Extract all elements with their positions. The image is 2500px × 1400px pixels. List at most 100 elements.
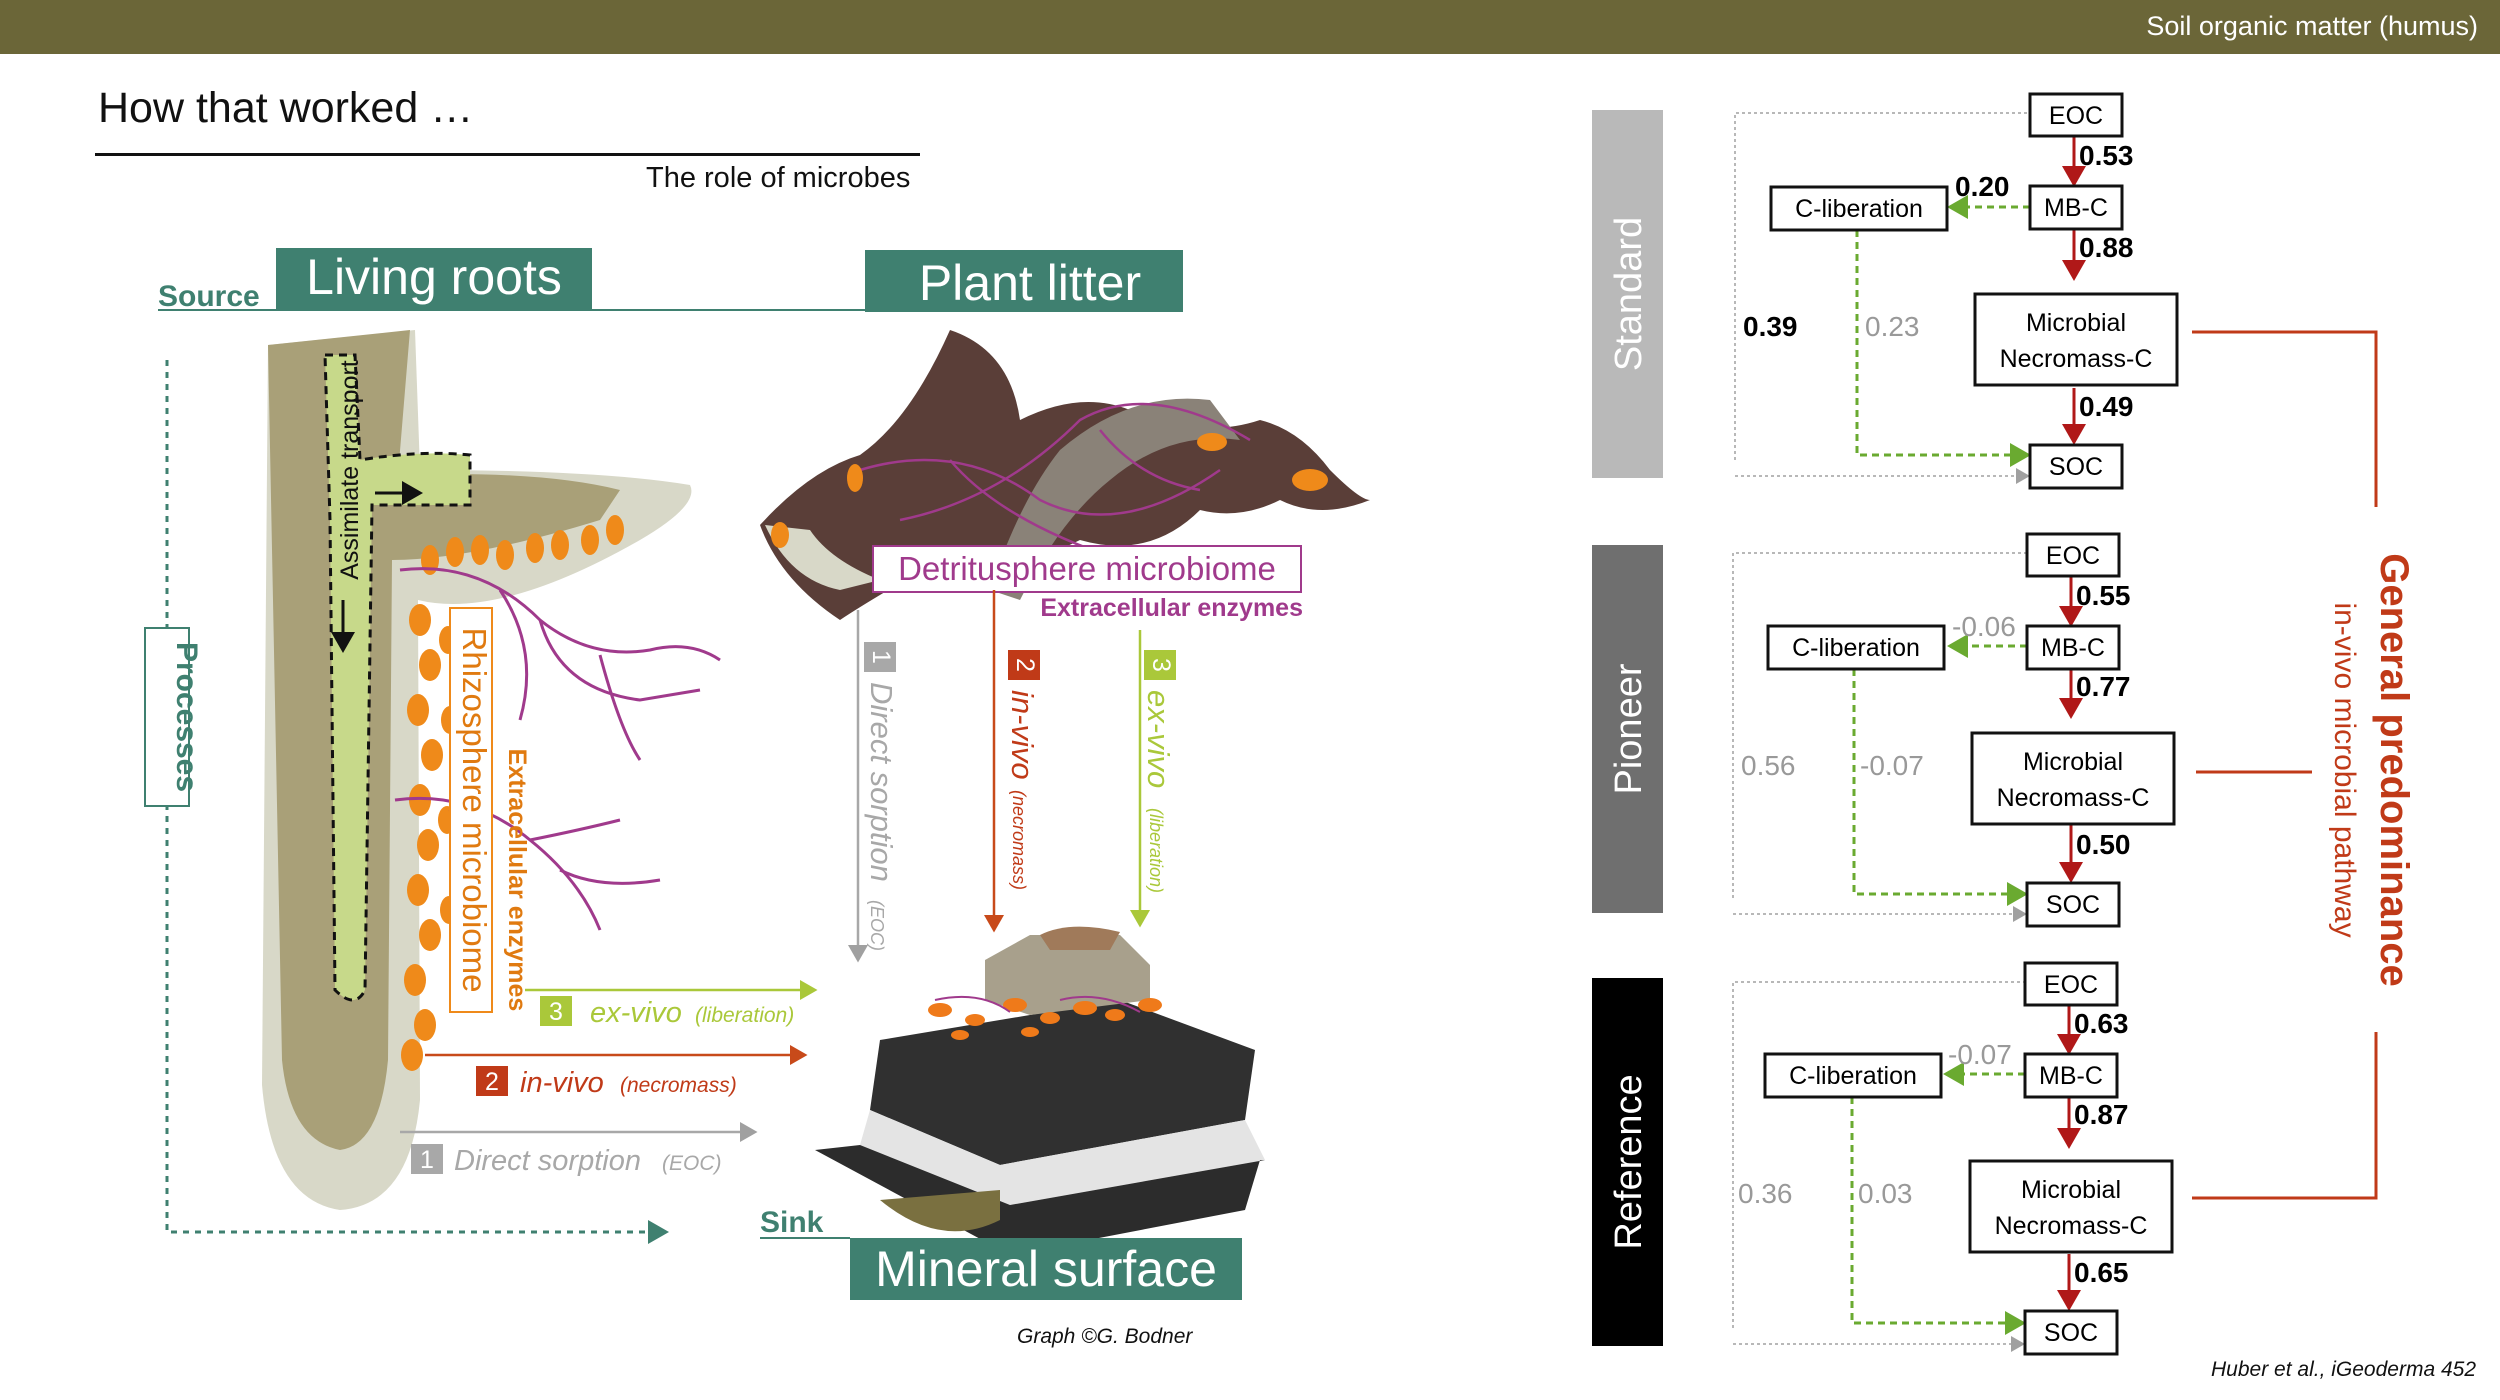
bracket-bottom: [2192, 1032, 2378, 1200]
standard-soc-node: [2028, 443, 2124, 490]
root-body: [268, 330, 620, 1150]
reference-label-bar: [1592, 978, 1663, 1346]
panel-pioneer: Pioneer EOC MB-C C-liberation Microbial …: [1592, 532, 2176, 928]
standard-lib-soc-arrow: [1855, 230, 2031, 467]
standard-lib-label: C-liberation: [1795, 195, 1923, 223]
litter-path-2-badge: [1008, 650, 1040, 680]
path-diagrams: Standard EOC MB-C C-liberation Microbial…: [1592, 92, 2416, 1356]
standard-lib-soc-coef: 0.23: [1865, 311, 1920, 342]
mineral-stone: [985, 935, 1150, 1015]
root-path-3-badge: [540, 996, 572, 1026]
processes-box: [144, 627, 190, 807]
citation: Huber et al., iGeoderma 452: [2211, 1358, 2476, 1381]
bracket-top: [2192, 330, 2378, 507]
reference-soc-label: SOC: [2044, 1319, 2098, 1347]
pioneer-soc-label: SOC: [2046, 891, 2100, 919]
reference-soc-node: [2023, 1309, 2119, 1356]
standard-label: Standard: [1608, 217, 1650, 371]
standard-eoc-node: [2028, 92, 2124, 138]
sink-label: Sink: [760, 1206, 824, 1239]
reference-direct-coef: 0.36: [1738, 1178, 1793, 1209]
litter-path-2-num: 2: [1011, 658, 1039, 672]
mineral-surface-label: Mineral surface: [875, 1241, 1217, 1297]
litter-path-3-num: 3: [1147, 658, 1175, 672]
pioneer-lib-soc-coef: -0.07: [1860, 750, 1924, 781]
standard-direct-coef: 0.39: [1743, 311, 1798, 342]
mineral-aggregate: [1040, 926, 1120, 950]
living-roots-box: [276, 248, 592, 310]
reference-label: Reference: [1608, 1074, 1650, 1249]
litter-hyphae: [859, 402, 1251, 562]
pioneer-mbc-label: MB-C: [2041, 634, 2105, 662]
root-path-3-num: 3: [549, 998, 563, 1026]
assimilate-transport-label: Assimilate transport: [336, 360, 364, 580]
top-banner: Soil organic matter (humus): [0, 0, 2500, 54]
litter-path-3-badge: [1144, 650, 1176, 680]
plant-litter-label: Plant litter: [919, 255, 1141, 311]
pioneer-label: Pioneer: [1608, 663, 1650, 794]
panel-standard: Standard EOC MB-C C-liberation Microbial…: [1592, 92, 2179, 490]
pioneer-nec-node: [1970, 731, 2176, 826]
root-stele: [323, 353, 472, 1002]
pioneer-eoc-label: EOC: [2046, 542, 2100, 570]
pioneer-direct-coef: 0.56: [1741, 750, 1796, 781]
reference-lib-soc-coef: 0.03: [1858, 1178, 1913, 1209]
standard-eoc-label: EOC: [2049, 102, 2103, 130]
standard-soc-label: SOC: [2049, 453, 2103, 481]
reference-lib-node: [1763, 1052, 1943, 1099]
illustration: Source Living roots Plant litter Process…: [144, 248, 1370, 1300]
conclusion-main: General predominance: [2372, 553, 2416, 986]
slide-heading: How that worked …: [98, 84, 474, 132]
reference-lib-soc-arrow: [1850, 1097, 2026, 1335]
standard-lib-node: [1769, 185, 1949, 232]
root-path-2-name: in-vivo: [520, 1067, 604, 1099]
reference-mbc-label: MB-C: [2039, 1062, 2103, 1090]
standard-nec-node: [1973, 292, 2179, 387]
standard-mbc-node: [2028, 184, 2124, 231]
source-label: Source: [158, 280, 260, 313]
graph-credit: Graph ©G. Bodner: [1017, 1325, 1193, 1348]
processes-label: Processes: [170, 642, 203, 792]
reference-nec-label-2: Necromass-C: [1995, 1212, 2148, 1240]
litter-path-3-name: ex-vivo: [1141, 690, 1176, 788]
pioneer-lib-label: C-liberation: [1792, 634, 1920, 662]
pioneer-mbc-node: [2025, 624, 2121, 671]
detritusphere-box: [872, 545, 1302, 593]
leaf-edge: [765, 525, 880, 590]
root-path-2-note: (necromass): [620, 1074, 737, 1097]
conclusion-bracket: General predominance in-vivo microbial p…: [2192, 330, 2416, 1200]
litter-path-1-name: Direct sorption: [864, 682, 899, 882]
standard-mbc-nec-coef: 0.88: [2079, 232, 2134, 263]
pioneer-nec-label-2: Necromass-C: [1997, 784, 2150, 812]
detritusphere-label: Detritusphere microbiome: [898, 550, 1276, 587]
reference-eoc-label: EOC: [2044, 971, 2098, 999]
litter-path-1-num: 1: [867, 650, 895, 664]
root-path-3-note: (liberation): [695, 1004, 794, 1027]
panel-reference: Reference EOC MB-C C-liberation Microbia…: [1592, 961, 2174, 1356]
reference-nec-node: [1968, 1159, 2174, 1254]
heading-underline: [95, 153, 920, 156]
rhizosphere-label: Rhizosphere microbiome: [456, 628, 493, 993]
mineral-hyphae: [934, 995, 1141, 1013]
standard-nec-label-1: Microbial: [2026, 309, 2126, 337]
root-path-2-badge: [476, 1066, 508, 1096]
pioneer-nec-soc-coef: 0.50: [2076, 829, 2131, 860]
root-path-1-num: 1: [420, 1146, 434, 1174]
rhizosphere-box: [449, 607, 493, 1013]
litter-microbes: [771, 433, 1328, 548]
mineral-top-layer: [870, 1000, 1255, 1165]
pioneer-label-bar: [1592, 545, 1663, 913]
root-hyphae: [394, 567, 721, 931]
reference-direct-line: [1732, 981, 2025, 1328]
standard-mbc-lib-coef: 0.20: [1955, 171, 2010, 202]
living-roots-label: Living roots: [306, 249, 562, 305]
root-path-1-badge: [411, 1144, 443, 1174]
root-path-1-name: Direct sorption: [454, 1145, 641, 1177]
topic-title: Soil organic matter (humus): [2146, 11, 2478, 41]
standard-mbc-label: MB-C: [2044, 194, 2108, 222]
standard-nec-label-2: Necromass-C: [2000, 345, 2153, 373]
pioneer-lib-node: [1766, 624, 1946, 671]
standard-direct-line: [1734, 112, 2030, 460]
mineral-bottom-layer: [815, 1145, 1265, 1255]
